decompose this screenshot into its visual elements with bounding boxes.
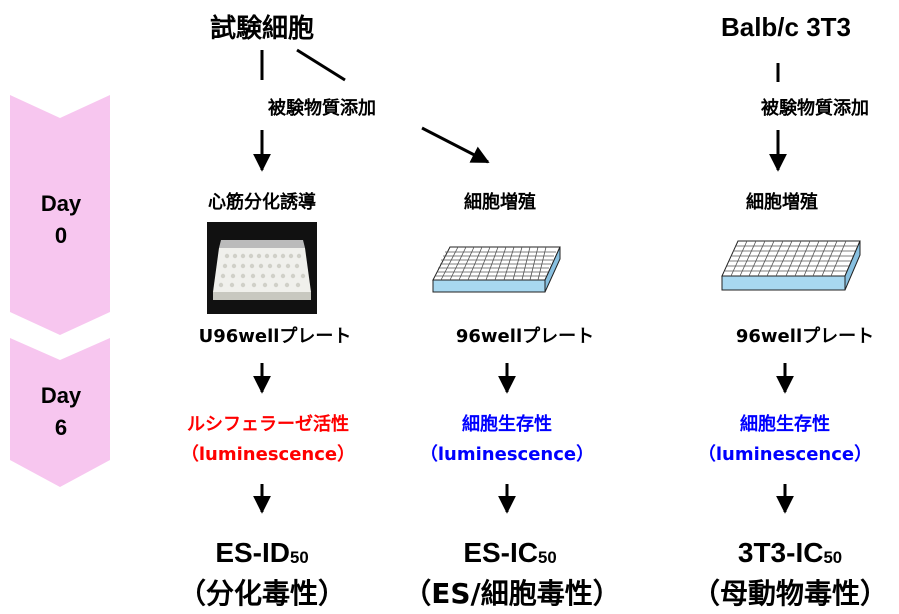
- es-ic50-desc: （ES/細胞毒性）: [403, 577, 621, 610]
- 3t3-ic50-label: 3T3-IC50: [737, 537, 843, 568]
- timeline-chevrons: [10, 95, 110, 487]
- 3t3-proliferation-label: 細胞増殖: [746, 192, 818, 213]
- 96-plate-mid-label: 96wellプレート: [455, 326, 595, 347]
- day6-label: Day 6: [40, 383, 82, 440]
- es-id50-desc: （分化毒性）: [177, 577, 347, 610]
- luminescence-left: （luminescence）: [180, 444, 356, 465]
- 96-plate-right-label: 96wellプレート: [735, 326, 875, 347]
- u96-plate-label: U96wellプレート: [198, 326, 352, 347]
- u96-plate-photo: [207, 222, 317, 314]
- differentiation-label: 心筋分化誘導: [208, 192, 316, 213]
- es-id50-label: ES-ID50: [215, 537, 309, 568]
- day0-label: Day 0: [40, 191, 82, 248]
- 3t3-ic50-desc: （母動物毒性）: [691, 577, 889, 610]
- es-ic50-label: ES-IC50: [463, 537, 557, 568]
- viability-mid-label: 細胞生存性: [462, 414, 552, 435]
- es-cells-title: 試験細胞: [209, 14, 315, 44]
- balb-cells-title: Balb/c 3T3: [720, 12, 852, 42]
- luciferase-label: ルシフェラーゼ活性: [187, 414, 349, 435]
- day6-chevron: [10, 338, 110, 487]
- viability-right-label: 細胞生存性: [740, 414, 830, 435]
- es-proliferation-label: 細胞増殖: [464, 192, 536, 213]
- luminescence-mid: （luminescence）: [419, 444, 595, 465]
- diag-lower: [421, 126, 490, 164]
- es-treatment-label: 被験物質添加: [268, 98, 376, 119]
- diag-upper: [296, 48, 346, 82]
- day0-chevron: [10, 95, 110, 335]
- 3t3-treatment-label: 被験物質添加: [761, 98, 869, 119]
- luminescence-right: （luminescence）: [697, 444, 873, 465]
